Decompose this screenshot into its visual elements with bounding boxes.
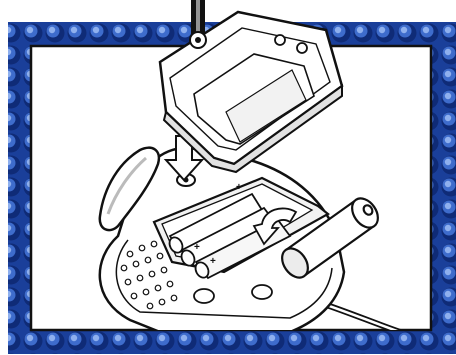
foot-pad-right: [252, 285, 272, 299]
battery-plus-mark-2: +: [194, 242, 200, 253]
foot-pad-left: [194, 289, 214, 303]
lid-screw-hole-1: [275, 35, 285, 45]
battery-plus-mark-1: +: [236, 182, 242, 193]
battery-plus-mark-3: +: [210, 256, 216, 267]
lid-screw-hole-2: [297, 43, 307, 53]
